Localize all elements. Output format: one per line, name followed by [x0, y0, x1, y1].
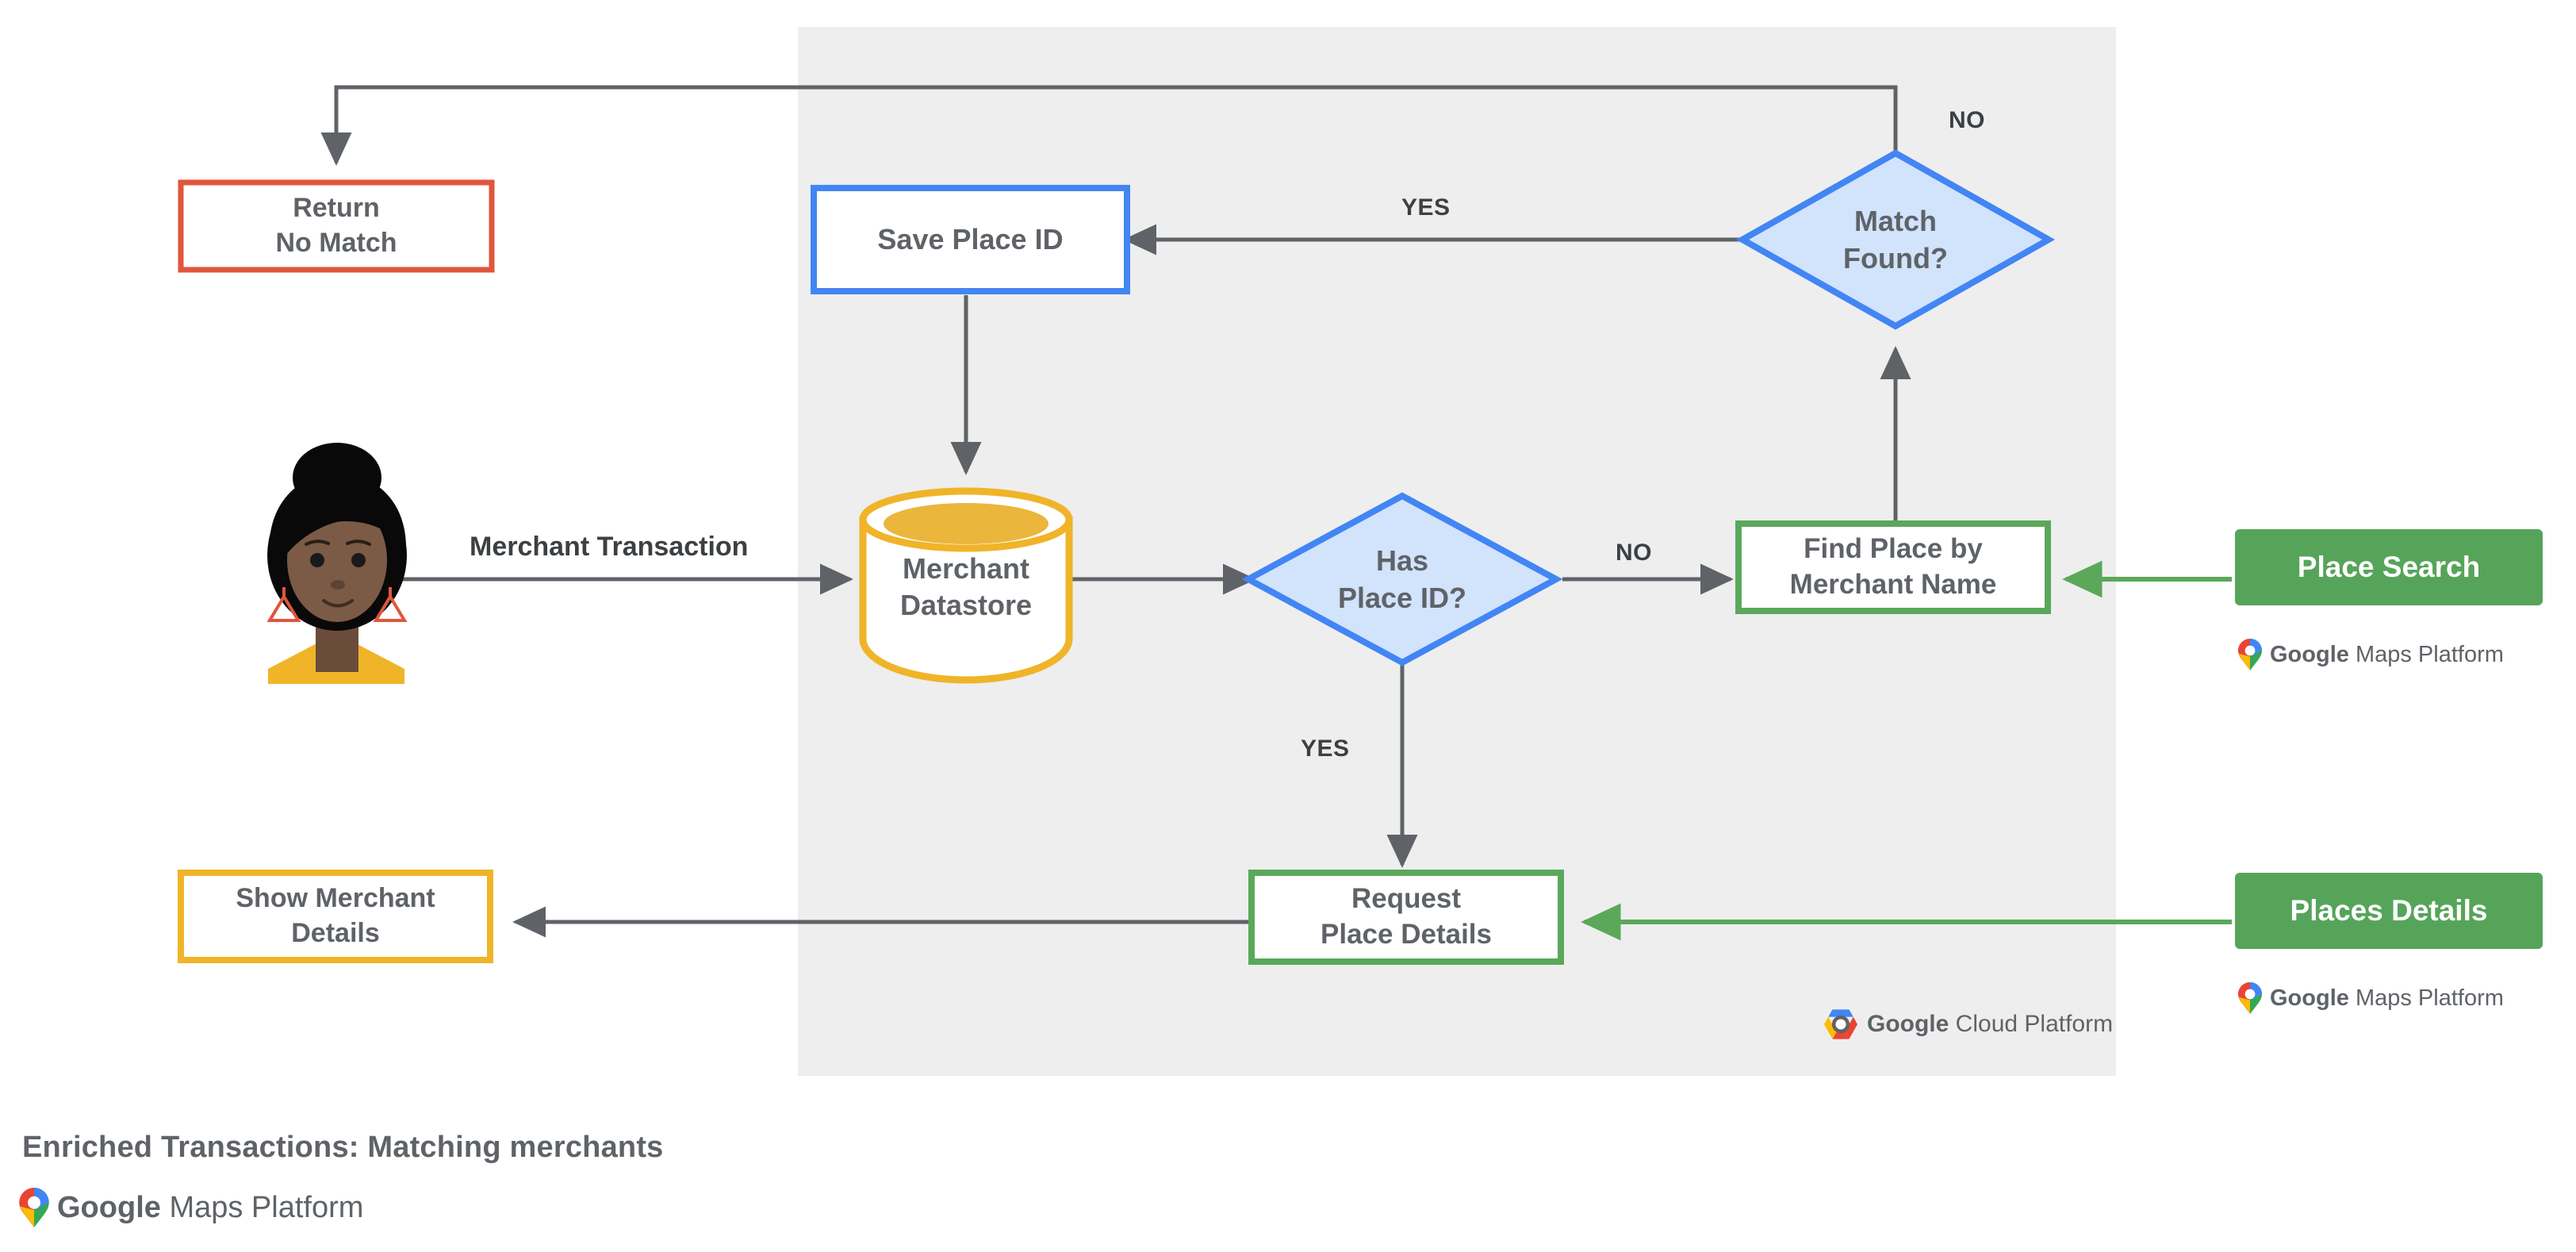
gmp-logo-text: Google Maps Platform: [2270, 985, 2504, 1012]
gmp-brand: Google: [57, 1190, 161, 1224]
gcp-brand: Google: [1867, 1011, 1949, 1037]
gmp-brand: Google: [2270, 641, 2349, 667]
earring-left: [266, 587, 301, 622]
google-maps-platform-logo-place-search: Google Maps Platform: [2238, 639, 2504, 670]
node-match-found: [1735, 149, 2056, 330]
edge-label-yes-match-found: YES: [1401, 194, 1451, 221]
google-maps-pin-icon: [2238, 639, 2262, 670]
node-show-merchant-details: [178, 870, 493, 963]
edge-label-yes-has-place-id: YES: [1301, 735, 1350, 762]
google-maps-platform-logo-places-details: Google Maps Platform: [2238, 982, 2504, 1014]
google-cloud-hexagon-icon: [1824, 1009, 1857, 1039]
gmp-product: Maps Platform: [2348, 985, 2504, 1011]
gcp-logo-text: Google Cloud Platform: [1867, 1011, 2113, 1038]
node-return-no-match: [178, 179, 495, 273]
node-save-place-id: [811, 185, 1130, 294]
node-place-search: [2235, 529, 2543, 605]
google-maps-platform-logo-caption: Google Maps Platform: [19, 1188, 363, 1227]
google-maps-pin-icon: [2238, 982, 2262, 1014]
edge-no-match: [320, 85, 1898, 167]
flow-label-merchant-transaction: Merchant Transaction: [470, 532, 749, 562]
node-has-place-id: [1241, 492, 1563, 666]
edge-label-no-has-place-id: NO: [1616, 540, 1652, 566]
node-merchant-datastore: [859, 487, 1073, 684]
node-places-details: [2235, 873, 2543, 949]
gmp-brand: Google: [2270, 985, 2349, 1011]
gmp-logo-text: Google Maps Platform: [2270, 642, 2504, 668]
node-find-place-by-merchant-name: [1735, 520, 2051, 614]
google-cloud-platform-logo: Google Cloud Platform: [1824, 1009, 2113, 1039]
node-request-place-details: [1248, 870, 1564, 965]
google-maps-pin-icon: [19, 1188, 49, 1227]
gmp-product: Maps Platform: [160, 1190, 364, 1224]
gmp-logo-text: Google Maps Platform: [57, 1191, 363, 1225]
merchant-avatar: [266, 443, 408, 684]
edge-label-no-match-found: NO: [1949, 107, 1985, 133]
gcp-product: Cloud Platform: [1949, 1011, 2114, 1037]
diagram-caption-title: Enriched Transactions: Matching merchant…: [22, 1131, 664, 1164]
earring-right: [373, 587, 408, 622]
gmp-product: Maps Platform: [2348, 641, 2504, 667]
